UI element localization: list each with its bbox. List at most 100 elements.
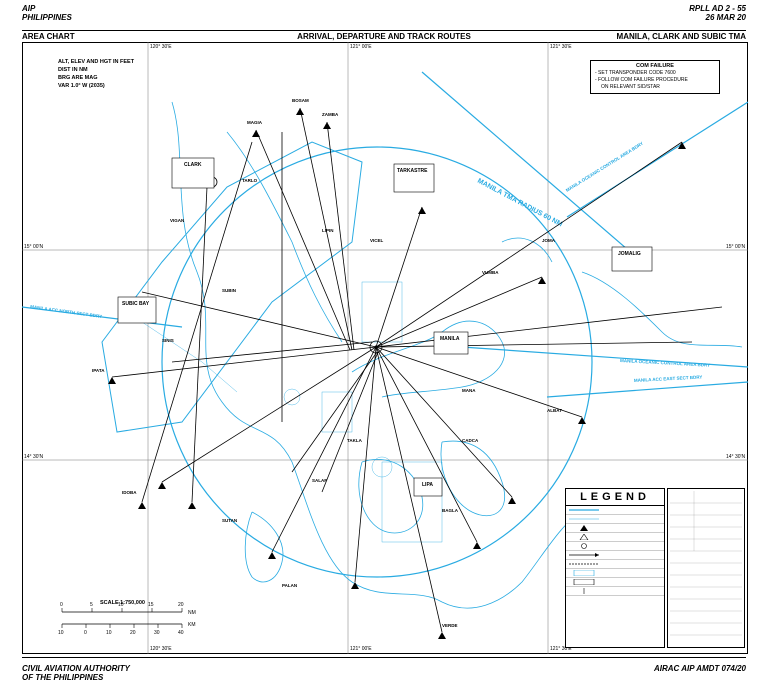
fix-triangles [108,108,686,639]
acc-east-label: MANILA ACC EAST SECT BDRY [634,374,703,383]
fix-label: TAKLA [347,438,363,443]
notes-table-lines [670,491,742,636]
com-failure-line: - SET TRANSPONDER CODE 7600 [595,70,676,76]
grat-top-2: 121° 00'E [350,44,372,50]
scale-km-tick: 10 [106,630,112,636]
fix-label: JOMA [542,238,556,243]
fix-label: SINIS [162,338,174,343]
legend-row [566,560,664,569]
grat-bot-2: 121° 00'E [350,646,372,652]
special-airspace [141,281,443,543]
scale-km-tick: 20 [130,630,136,636]
fix-label: VIGAN [170,218,184,223]
legend-row [566,515,664,524]
clark-box [171,157,215,189]
scale-km-tick: 10 [58,630,64,636]
fix-label: ZAMBA [322,112,339,117]
aip-header-right: RPLL AD 2 - 55 26 MAR 20 [689,4,746,22]
legend-row [566,587,664,596]
acc-west-label: MANILA ACC NORTH SECT BDRY [30,304,102,319]
scale-nm-unit: NM [188,610,196,616]
grat-bot-1: 120° 30'E [150,646,172,652]
units-dist: DIST IN NM [58,67,88,73]
control-area-boundaries [22,71,748,398]
legend-symbol [569,563,599,565]
scale-nm-tick: 10 [118,602,124,608]
legend-symbol [573,579,595,585]
legend-title: LEGEND [566,489,664,506]
legend-row [566,542,664,551]
legend-row [566,569,664,578]
fix-label: MANA [462,388,476,393]
grat-right-1: 15° 00'N [726,244,745,250]
com-failure-box: COM FAILURE - SET TRANSPONDER CODE 7600 … [590,60,720,94]
legend-symbol [569,518,599,520]
scale-label: SCALE 1:750,000 [100,600,145,606]
fix-label: SALAP [312,478,327,483]
ats-routes [111,107,723,633]
scale-km-tick: 30 [154,630,160,636]
fix-label: BAGLA [442,508,459,513]
aip-header-left: AIP PHILIPPINES [22,4,72,22]
fix-label: LIPIN [322,228,334,233]
footer-rule [22,657,746,658]
fix-label: VICEL [370,238,384,243]
scale-bar: 0 5 10 15 20 NM 10 0 10 20 30 40 KM [58,602,196,636]
legend-row [566,524,664,533]
subic-label: SUBIC BAY [122,301,150,307]
tarkastre-label: TARKASTRE [397,168,428,174]
grat-top-3: 121° 30'E [550,44,572,50]
grat-left-1: 15° 00'N [24,244,43,250]
fix-label: IDOBA [122,490,137,495]
legend-row [566,551,664,560]
legend-symbol [580,525,588,531]
aip-country: PHILIPPINES [22,13,72,22]
fix-label: SUTAN [222,518,237,523]
legend-symbol [583,588,585,594]
page-date: 26 MAR 20 [705,13,746,22]
tma-radius-label: MANILA TMA RADIUS 60 NM [476,178,563,229]
aip-title: AIP [22,4,36,13]
legend-symbol [579,534,589,540]
publisher-footer: CIVIL AVIATION AUTHORITY OF THE PHILIPPI… [22,664,130,682]
fix-label: VERDE [442,623,458,628]
subic-box [117,296,157,324]
clark-label: CLARK [184,162,202,168]
lipa-label: LIPA [422,482,433,488]
scale-km-tick: 40 [178,630,184,636]
manila-label: MANILA [440,336,460,342]
fix-label: BOSAM [292,98,309,103]
legend-symbol [569,553,599,557]
grat-left-2: 14° 30'N [24,454,43,460]
grat-bot-3: 121° 30'E [550,646,572,652]
scale-nm-tick: 20 [178,602,184,608]
fix-label: PALAN [282,583,297,588]
publisher-line1: CIVIL AVIATION AUTHORITY [22,664,130,673]
chart-units-note: ALT, ELEV AND HGT IN FEET DIST IN NM BRG… [58,58,134,90]
fix-label: ALBAT [547,408,562,413]
fix-label: TARLO [242,178,258,183]
area-chart-map: 120° 30'E 121° 00'E 121° 30'E 120° 30'E … [22,42,748,654]
legend-row [566,533,664,542]
legend-box: LEGEND [565,488,665,648]
com-failure-line: - FOLLOW COM FAILURE PROCEDURE [595,77,688,83]
fix-label: MAGIA [247,120,263,125]
fix-label: CADCA [462,438,479,443]
amendment-footer: AIRAC AIP AMDT 074/20 [653,664,746,673]
scale-km-unit: KM [188,622,196,628]
fix-label: IPATA [92,368,105,373]
units-var: VAR 1.0° W (2035) [58,83,105,89]
clark-subic-tma [101,141,363,433]
header-rule [22,30,746,31]
scale-nm-tick: 0 [60,602,63,608]
com-failure-line: ON RELEVANT SID/STAR [601,84,660,90]
legend-symbol [581,543,587,549]
legend-row [566,506,664,515]
units-alt: ALT, ELEV AND HGT IN FEET [58,59,135,65]
lipa-box [413,477,443,497]
oceanic-e-label: MANILA OCEANIC CONTROL AREA BDRY [620,358,710,368]
grat-right-2: 14° 30'N [726,454,745,460]
tma-radius-circle [161,146,593,578]
jomalig-label: JOMALIG [618,251,641,257]
legend-symbol [573,570,595,576]
